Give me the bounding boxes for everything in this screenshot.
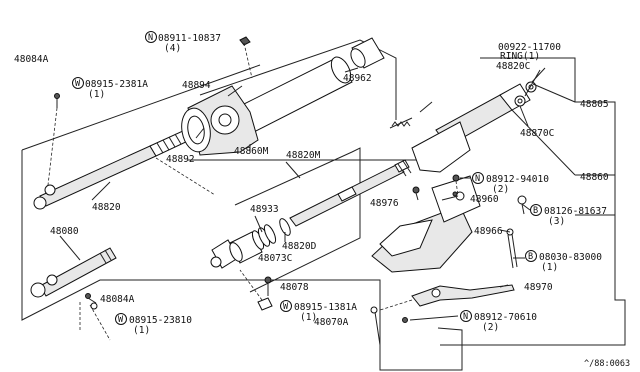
label-48084a-top: 48084A	[14, 54, 49, 65]
svg-text:08915-2381A: 08915-2381A	[85, 79, 148, 90]
nut-symbol-n: N	[148, 33, 153, 43]
svg-text:08030-83000: 08030-83000	[539, 252, 602, 263]
label-48960: 48960	[470, 194, 499, 205]
svg-text:08912-94010: 08912-94010	[486, 174, 549, 185]
label-48892: 48892	[166, 154, 195, 165]
label-08912-70610: N 08912-70610 (2)	[460, 310, 537, 333]
label-48962: 48962	[343, 73, 372, 84]
svg-text:(2): (2)	[492, 184, 509, 195]
group-outlines	[21, 39, 626, 371]
svg-text:(1): (1)	[541, 262, 558, 273]
lower-shaft-assembly	[30, 247, 117, 341]
label-48070a: 48070A	[314, 317, 349, 328]
svg-text:B: B	[528, 252, 533, 262]
label-08126-81637: B 08126-81637 (3)	[530, 204, 607, 227]
label-00922-11700: 00922-11700	[498, 42, 561, 53]
bolt-symbol-b: B	[533, 206, 538, 216]
svg-text:08911-10837: 08911-10837	[158, 33, 221, 44]
label-48970: 48970	[524, 282, 553, 293]
label-48078: 48078	[280, 282, 309, 293]
label-48976: 48976	[370, 198, 399, 209]
label-48820d: 48820D	[282, 241, 317, 252]
svg-text:08126-81637: 08126-81637	[544, 206, 607, 217]
label-48805: 48805	[580, 99, 609, 110]
svg-text:(2): (2)	[482, 322, 499, 333]
label-08915-2381a: W 08915-2381A (1)	[72, 77, 148, 100]
svg-text:(1): (1)	[133, 325, 150, 336]
footer-code: ^/88:0063	[584, 359, 630, 369]
label-08915-23810: W 08915-23810 (1)	[115, 313, 192, 336]
label-48820c: 48820C	[496, 61, 530, 72]
svg-text:(1): (1)	[88, 89, 105, 100]
svg-text:08912-70610: 08912-70610	[474, 312, 537, 323]
svg-text:(1): (1)	[300, 312, 317, 323]
label-08911-10837: N 08911-10837 (4)	[145, 31, 221, 54]
label-08912-94010: N 08912-94010 (2)	[472, 172, 549, 195]
label-48966: 48966	[474, 226, 503, 237]
label-ring-qty: RING(1)	[500, 51, 540, 62]
svg-text:W: W	[118, 315, 124, 325]
svg-text:(3): (3)	[548, 216, 565, 227]
leader-lines	[59, 67, 576, 321]
label-48820: 48820	[92, 202, 121, 213]
label-48933: 48933	[250, 204, 279, 215]
label-48894: 48894	[182, 80, 211, 91]
label-48080: 48080	[50, 226, 79, 237]
svg-text:N: N	[475, 174, 480, 184]
label-08915-1381a: W 08915-1381A (1)	[280, 300, 357, 323]
middle-shaft-assembly	[210, 159, 412, 346]
washer-symbol-w: W	[75, 79, 81, 89]
label-48860m: 48860M	[234, 146, 269, 157]
label-08030-83000: B 08030-83000 (1)	[525, 250, 602, 273]
svg-text:N: N	[463, 312, 468, 322]
label-48860: 48860	[580, 172, 609, 183]
label-48870c: 48870C	[520, 128, 554, 139]
upper-column-assembly	[33, 36, 385, 210]
svg-text:08915-23810: 08915-23810	[129, 315, 192, 326]
label-48073c: 48073C	[258, 253, 292, 264]
tilt-bracket-assembly	[371, 81, 537, 323]
part-labels: 48084A W 08915-2381A (1) N 08911-10837 (…	[14, 31, 630, 369]
label-48820m: 48820M	[286, 150, 321, 161]
svg-text:(4): (4)	[164, 43, 181, 54]
label-48084a-bottom: 48084A	[100, 294, 135, 305]
svg-text:W: W	[283, 302, 289, 312]
svg-text:08915-1381A: 08915-1381A	[294, 302, 357, 313]
